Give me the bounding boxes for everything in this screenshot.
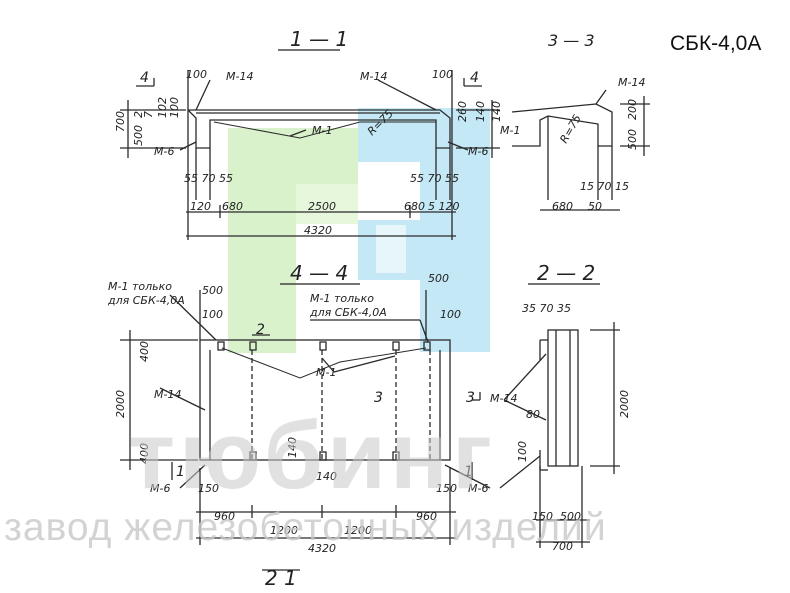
dim-7: 7 bbox=[142, 111, 155, 118]
note-m1-only-right-b: для СБК-4,0А bbox=[309, 306, 387, 319]
watermark-brand: тюбинг bbox=[128, 402, 496, 509]
dim-35-70-35: 35 70 35 bbox=[522, 302, 571, 315]
dim-500: 500 bbox=[132, 125, 145, 146]
mark-m14-44: М-14 bbox=[154, 388, 181, 401]
mark-m1: М-1 bbox=[312, 124, 332, 137]
section-4-4 bbox=[120, 290, 491, 571]
dim-680-33: 680 bbox=[552, 200, 573, 213]
dim-15-70-15: 15 70 15 bbox=[580, 180, 629, 193]
note-m1-only-left-b: для СБК-4,0А bbox=[107, 294, 185, 307]
mark-m14-22: М-14 bbox=[490, 392, 517, 405]
dim-100-22: 100 bbox=[516, 441, 529, 462]
dims-1-1: 100 100 700 500 2 7 102 100 260 140 55 7… bbox=[114, 68, 487, 237]
dim-50-33: 50 bbox=[588, 200, 602, 213]
labels-4-4: М-1 только для СБК-4,0А М-1 только для С… bbox=[107, 272, 488, 555]
note-m1-only-left-a: М-1 только bbox=[108, 280, 172, 293]
dim-1200-right: 1200 bbox=[344, 524, 372, 537]
dim-140-44-b: 140 bbox=[316, 470, 337, 483]
dim-200-33: 200 bbox=[626, 99, 639, 120]
cut-1-44-right: 1 bbox=[464, 464, 473, 480]
mark-m1-44: М-1 bbox=[316, 366, 336, 379]
cut-4-right: 4 bbox=[470, 70, 479, 86]
slab-outline bbox=[187, 109, 451, 149]
dim-150-22: 150 bbox=[532, 510, 553, 523]
watermark-text: тюбинг завод железобетонных изделий bbox=[4, 402, 607, 549]
dim-500-22: 500 bbox=[560, 510, 581, 523]
dim-700-22: 700 bbox=[552, 540, 573, 553]
section-titles: 1 — 1 3 — 3 4 — 4 2 — 2 2 1 bbox=[265, 27, 600, 590]
cut-1-44-left: 1 bbox=[176, 464, 185, 480]
dim-4320-top: 4320 bbox=[304, 224, 332, 237]
dim-55-70-55-right: 55 70 55 bbox=[410, 172, 459, 185]
section-title-2-2: 2 — 2 bbox=[537, 261, 595, 285]
cut-2-44: 2 bbox=[256, 322, 265, 338]
dim-150-44-left: 150 bbox=[198, 482, 219, 495]
dim-500-44-right: 500 bbox=[428, 272, 449, 285]
mark-m6-right: М-6 bbox=[468, 145, 488, 158]
wall-side-outline bbox=[547, 329, 579, 467]
dim-80-22: 80 bbox=[526, 408, 540, 421]
section-2-2 bbox=[499, 322, 620, 548]
dim-680-right: 680 bbox=[404, 200, 425, 213]
dim-140-33: 140 bbox=[490, 101, 503, 122]
mark-m6-44-right: М-6 bbox=[468, 482, 488, 495]
watermark-tagline: завод железобетонных изделий bbox=[4, 506, 607, 549]
dim-120-right: 5 120 bbox=[428, 200, 460, 213]
dim-150-44-right: 150 bbox=[436, 482, 457, 495]
dim-100-44-left: 100 bbox=[202, 308, 223, 321]
mark-m14-left: М-14 bbox=[226, 70, 253, 83]
dim-102: 102 bbox=[156, 97, 169, 118]
cut-3-44-right: 3 bbox=[466, 390, 475, 406]
mark-m6-44-left: М-6 bbox=[150, 482, 170, 495]
section-title-4-4: 4 — 4 bbox=[290, 261, 348, 285]
dim-100-44-right: 100 bbox=[440, 308, 461, 321]
mark-m1-33: М-1 bbox=[500, 124, 520, 137]
dim-500-44-left: 500 bbox=[202, 284, 223, 297]
document-code: СБК-4,0А bbox=[670, 32, 762, 55]
dim-4320-bottom: 4320 bbox=[308, 542, 336, 555]
dim-400-44: 400 bbox=[138, 341, 151, 362]
dim-140-44-a: 140 bbox=[286, 437, 299, 458]
mark-r75-33: R=75 bbox=[557, 112, 584, 145]
dim-1200-left: 1200 bbox=[270, 524, 298, 537]
dim-500-33: 500 bbox=[626, 129, 639, 150]
cut-4-left: 4 bbox=[140, 70, 149, 86]
dim-2000-22: 2000 bbox=[618, 390, 631, 418]
cut-3-44-inner: 3 bbox=[374, 390, 383, 406]
dim-400-44-b: 400 bbox=[138, 443, 151, 464]
dim-120-left: 120 bbox=[190, 200, 211, 213]
mark-m6-left: М-6 bbox=[154, 145, 174, 158]
dim-2000-44: 2000 bbox=[114, 390, 127, 418]
section-title-3-3: 3 — 3 bbox=[548, 31, 595, 50]
note-m1-only-right-a: М-1 только bbox=[310, 292, 374, 305]
dim-140: 140 bbox=[474, 101, 487, 122]
dim-2: 2 bbox=[132, 111, 145, 118]
dim-100-left: 100 bbox=[186, 68, 207, 81]
dim-700: 700 bbox=[114, 111, 127, 132]
slab-edge-profile bbox=[511, 103, 613, 147]
dim-680-left: 680 bbox=[222, 200, 243, 213]
section-1-1 bbox=[120, 70, 500, 240]
mark-m14-33: М-14 bbox=[618, 76, 645, 89]
dim-960-left: 960 bbox=[214, 510, 235, 523]
mark-m14-right: М-14 bbox=[360, 70, 387, 83]
dim-2500: 2500 bbox=[308, 200, 336, 213]
section-title-1-1: 1 — 1 bbox=[290, 27, 348, 51]
dim-100-v: 100 bbox=[168, 97, 181, 118]
dim-100-right: 100 bbox=[432, 68, 453, 81]
dim-260: 260 bbox=[456, 101, 469, 122]
section-3-3 bbox=[511, 89, 650, 211]
dim-55-70-55-left: 55 70 55 bbox=[184, 172, 233, 185]
dim-960-right: 960 bbox=[416, 510, 437, 523]
watermark-logo bbox=[228, 108, 490, 353]
labels-2-2: 35 70 35 М-14 80 2000 100 150 500 700 bbox=[490, 302, 631, 553]
section-title-2-1: 2 1 bbox=[265, 566, 297, 590]
labels-3-3: М-14 М-1 R=75 200 500 15 70 15 680 50 14… bbox=[490, 76, 645, 213]
